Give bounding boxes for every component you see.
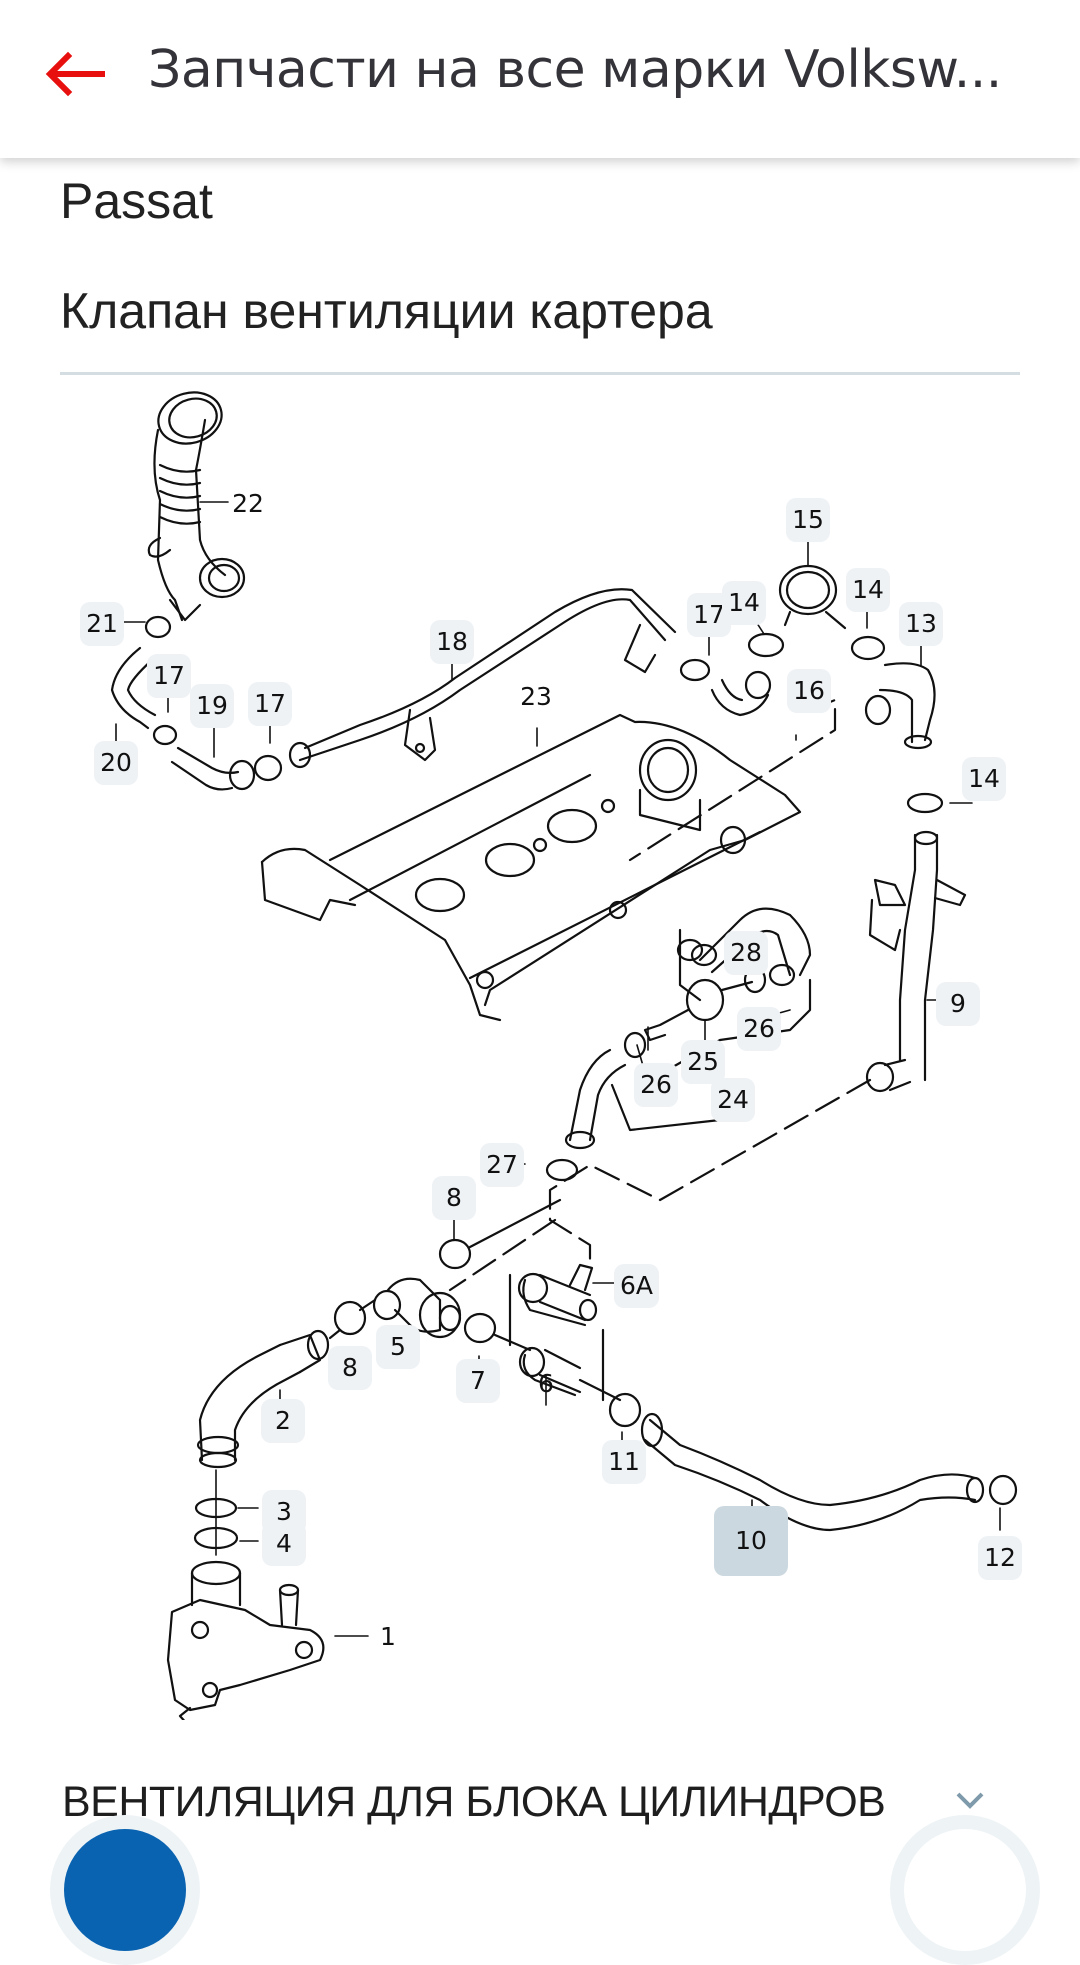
part-label-22[interactable]: 22 — [232, 489, 264, 518]
app-bar: Запчасти на все марки Volksw... — [0, 0, 1080, 158]
part-label-17[interactable]: 17 — [147, 654, 191, 698]
primary-action-fill — [64, 1829, 186, 1951]
primary-action-button[interactable] — [50, 1815, 200, 1965]
part-label-27[interactable]: 27 — [480, 1143, 524, 1187]
divider — [60, 372, 1020, 375]
part-1-housing — [166, 1560, 325, 1720]
leader-lines — [115, 501, 1001, 1637]
parts-diagram: 22 21 17 19 17 20 18 23 17 14 15 14 13 1… — [0, 380, 1080, 1720]
back-button[interactable] — [40, 48, 110, 100]
secondary-action-button[interactable] — [890, 1815, 1040, 1965]
part-label-19[interactable]: 19 — [190, 684, 234, 728]
part-label-18[interactable]: 18 — [430, 620, 474, 664]
part-label-7[interactable]: 7 — [456, 1359, 500, 1403]
part-label-1[interactable]: 1 — [380, 1622, 396, 1651]
chevron-down-icon — [956, 1792, 984, 1809]
part-label-15[interactable]: 15 — [786, 498, 830, 542]
part-label-13[interactable]: 13 — [899, 602, 943, 646]
part-label-14[interactable]: 14 — [846, 568, 890, 612]
part-label-12[interactable]: 12 — [978, 1536, 1022, 1580]
part-label-24[interactable]: 24 — [711, 1078, 755, 1122]
part-23-valve-cover — [260, 713, 802, 1022]
part-label-8[interactable]: 8 — [328, 1346, 372, 1390]
part-label-20[interactable]: 20 — [94, 741, 138, 785]
part-label-6[interactable]: 6 — [538, 1369, 554, 1398]
page-title: Запчасти на все марки Volksw... — [148, 40, 1002, 100]
part-label-11[interactable]: 11 — [602, 1440, 646, 1484]
part-label-2[interactable]: 2 — [261, 1399, 305, 1443]
part-label-26[interactable]: 26 — [737, 1007, 781, 1051]
part-label-21[interactable]: 21 — [80, 602, 124, 646]
accordion-cylinder-block-ventilation[interactable]: ВЕНТИЛЯЦИЯ ДЛЯ БЛОКА ЦИЛИНДРОВ — [0, 1760, 1080, 1840]
part-label-14[interactable]: 14 — [962, 757, 1006, 801]
accordion-label: ВЕНТИЛЯЦИЯ ДЛЯ БЛОКА ЦИЛИНДРОВ — [62, 1778, 886, 1826]
part-label-23[interactable]: 23 — [520, 682, 552, 711]
part-label-6a[interactable]: 6A — [614, 1264, 660, 1308]
section-title: Клапан вентиляции картера — [60, 283, 713, 339]
part-label-16[interactable]: 16 — [787, 669, 831, 713]
part-label-26[interactable]: 26 — [634, 1063, 678, 1107]
part-label-25[interactable]: 25 — [681, 1040, 725, 1084]
secondary-action-fill — [904, 1829, 1026, 1951]
part-label-5[interactable]: 5 — [376, 1325, 420, 1369]
part-label-9[interactable]: 9 — [936, 982, 980, 1026]
parts-drawing — [110, 391, 1018, 1720]
part-label-28[interactable]: 28 — [724, 931, 768, 975]
part-label-10-selected[interactable]: 10 — [714, 1506, 788, 1576]
part-label-8[interactable]: 8 — [432, 1176, 476, 1220]
part-label-14[interactable]: 14 — [722, 581, 766, 625]
model-name: Passat — [60, 173, 213, 229]
part-label-17[interactable]: 17 — [248, 682, 292, 726]
part-22-intake-hose — [147, 391, 246, 622]
arrow-left-icon — [45, 51, 105, 97]
part-label-4[interactable]: 4 — [262, 1522, 306, 1566]
